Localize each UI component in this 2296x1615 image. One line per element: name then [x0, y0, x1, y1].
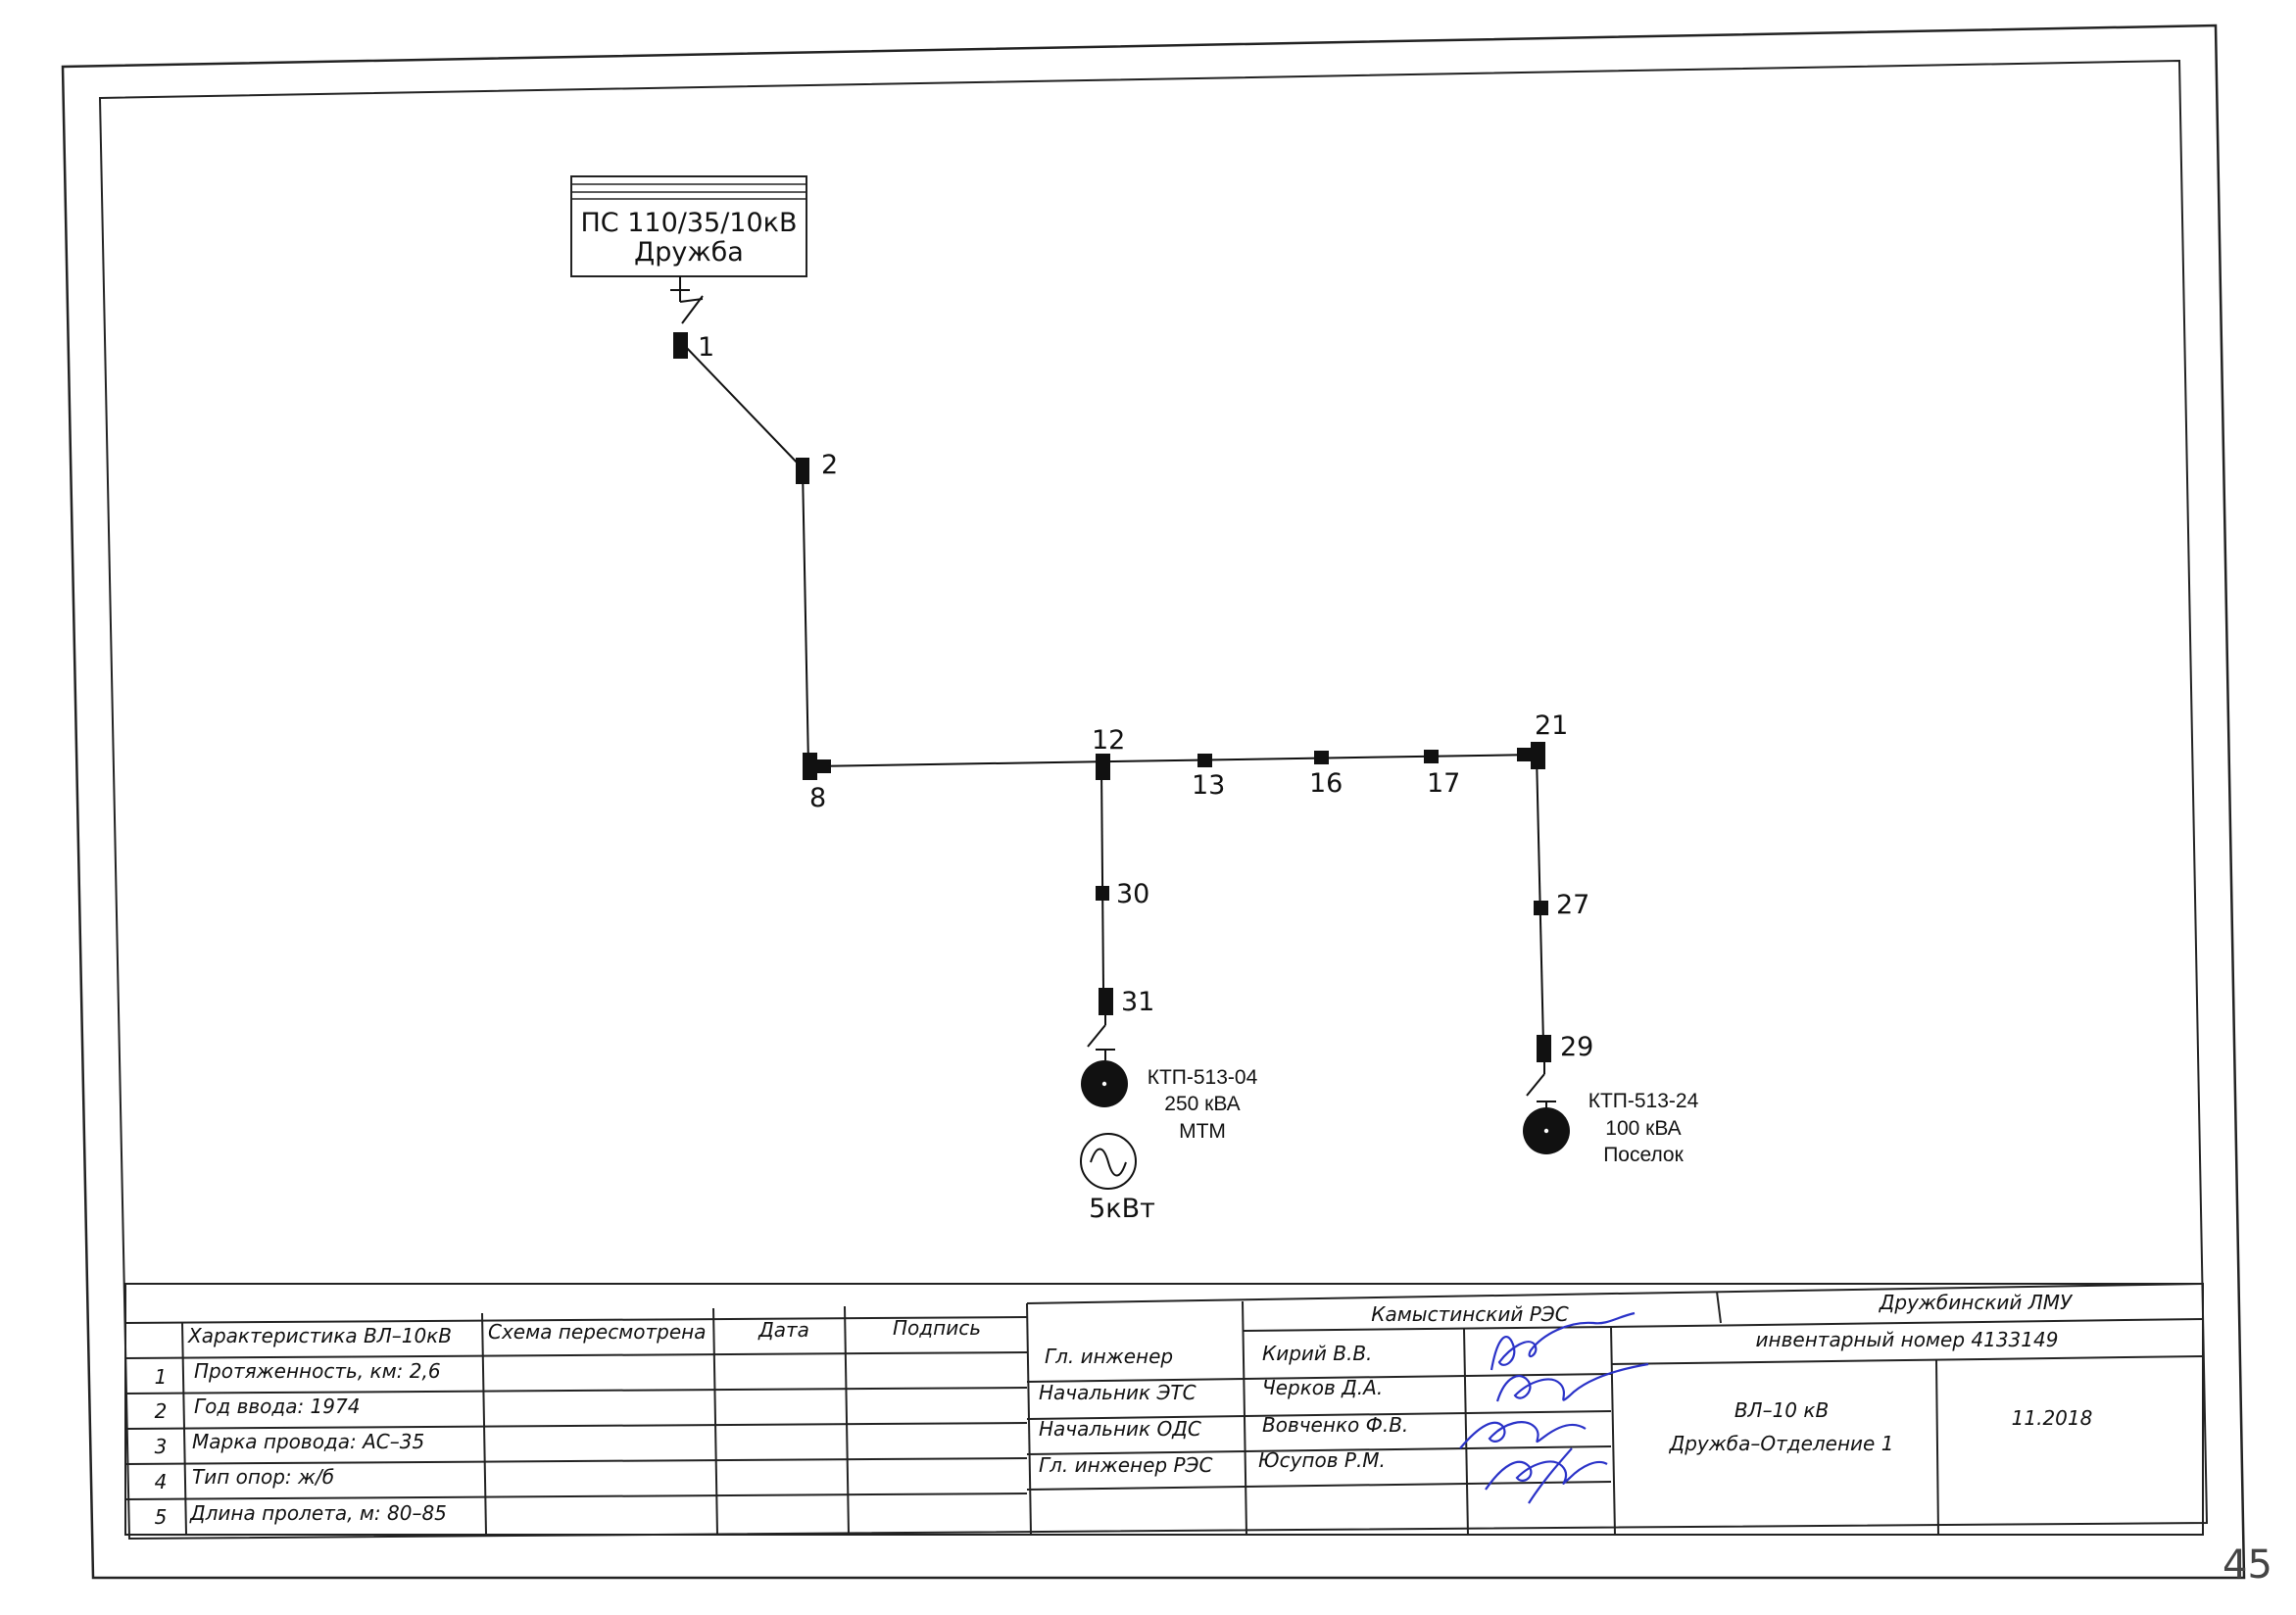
pole-31 [1099, 988, 1113, 1015]
pole-29-label: 29 [1560, 1032, 1593, 1062]
page-number: 45 [2223, 1542, 2272, 1588]
pole-2-label: 2 [821, 450, 838, 480]
row-2-text: Год ввода: 1974 [194, 1395, 360, 1418]
generator-icon [1080, 1133, 1137, 1190]
pole-8-label: 8 [809, 783, 826, 813]
pole-13 [1197, 754, 1212, 767]
pole-1 [673, 332, 688, 359]
line-wires [681, 342, 1544, 1046]
pole-27-label: 27 [1556, 890, 1589, 920]
substation-block: ПС 110/35/10кВ Дружба [570, 175, 807, 277]
signature-header: Подпись [893, 1316, 981, 1340]
ktp-04-name: КТП-513-04 [1148, 1066, 1258, 1089]
row-3-num: 3 [155, 1435, 168, 1458]
row-3-text: Марка провода: АС–35 [192, 1430, 424, 1453]
row-1-text: Протяженность, км: 2,6 [194, 1359, 441, 1383]
pole-16-label: 16 [1309, 768, 1343, 799]
outer-frame [61, 24, 2246, 1580]
row-1-num: 1 [155, 1365, 168, 1389]
pole-1-label: 1 [698, 332, 714, 363]
inventory-number: инвентарный номер 4133149 [1756, 1328, 2059, 1351]
feeder-switch [670, 276, 704, 303]
pole-30-label: 30 [1116, 879, 1149, 909]
switch-ktp-24 [1526, 1062, 1556, 1111]
line-route: Дружба–Отделение 1 [1669, 1432, 1894, 1455]
staff-2-role: Начальник ЭТС [1039, 1381, 1197, 1404]
pole-8 [803, 753, 831, 780]
date-header: Дата [757, 1318, 809, 1342]
staff-1-name: Кирий В.В. [1262, 1342, 1372, 1365]
pole-17 [1424, 750, 1439, 763]
pole-17-label: 17 [1427, 768, 1460, 799]
pole-27 [1534, 901, 1548, 915]
substation-name: ПС 110/35/10кВ [580, 208, 797, 238]
line-name: ВЛ–10 кВ [1734, 1398, 1829, 1422]
ktp-24-name: КТП-513-24 [1588, 1090, 1699, 1112]
transformer-ktp-04-dot [1101, 1081, 1107, 1087]
pole-31-label: 31 [1121, 987, 1154, 1017]
row-4-text: Тип опор: ж/б [192, 1465, 334, 1489]
org-lmu: Дружбинский ЛМУ [1879, 1291, 2074, 1314]
pole-21-label: 21 [1535, 710, 1568, 741]
pole-12-label: 12 [1092, 725, 1125, 756]
ktp-24-place: Поселок [1603, 1144, 1684, 1166]
pole-29 [1537, 1035, 1551, 1062]
inner-frame [98, 59, 2209, 1541]
pole-13-label: 13 [1192, 770, 1225, 801]
feeder-switch-blade [681, 295, 704, 324]
row-4-num: 4 [155, 1470, 168, 1493]
pole-12 [1096, 754, 1110, 780]
generator-sine-icon [1090, 1148, 1127, 1177]
staff-4-role: Гл. инженер РЭС [1039, 1453, 1212, 1477]
generator-rating: 5кВт [1089, 1194, 1155, 1224]
staff-2-name: Черков Д.А. [1262, 1376, 1383, 1399]
row-5-text: Длина пролета, м: 80–85 [189, 1501, 447, 1525]
org-res: Камыстинский РЭС [1371, 1302, 1569, 1326]
pole-30 [1096, 886, 1109, 901]
switch-ktp-04 [1087, 1015, 1115, 1060]
staff-4-name: Юсупов Р.М. [1258, 1448, 1386, 1472]
transformer-ktp-24-dot [1543, 1128, 1549, 1134]
staff-3-role: Начальник ОДС [1039, 1417, 1201, 1441]
reviewed-header: Схема пересмотрена [488, 1320, 707, 1344]
ktp-24-power: 100 кВА [1605, 1117, 1681, 1140]
row-5-num: 5 [155, 1505, 168, 1529]
sheet-date: 11.2018 [2012, 1406, 2093, 1430]
substation-label: Дружба [634, 237, 744, 268]
characteristics-header: Характеристика ВЛ–10кВ [187, 1324, 452, 1347]
pole-16 [1314, 751, 1329, 764]
staff-1-role: Гл. инженер [1045, 1345, 1173, 1368]
pole-21 [1517, 742, 1545, 769]
staff-3-name: Вовченко Ф.В. [1262, 1413, 1408, 1437]
title-block [124, 1283, 2204, 1536]
pole-2 [796, 458, 809, 484]
ktp-04-place: МТМ [1179, 1120, 1226, 1143]
row-2-num: 2 [155, 1399, 168, 1423]
signatures-handwritten [1459, 1311, 1649, 1504]
ktp-04-power: 250 кВА [1164, 1093, 1240, 1115]
